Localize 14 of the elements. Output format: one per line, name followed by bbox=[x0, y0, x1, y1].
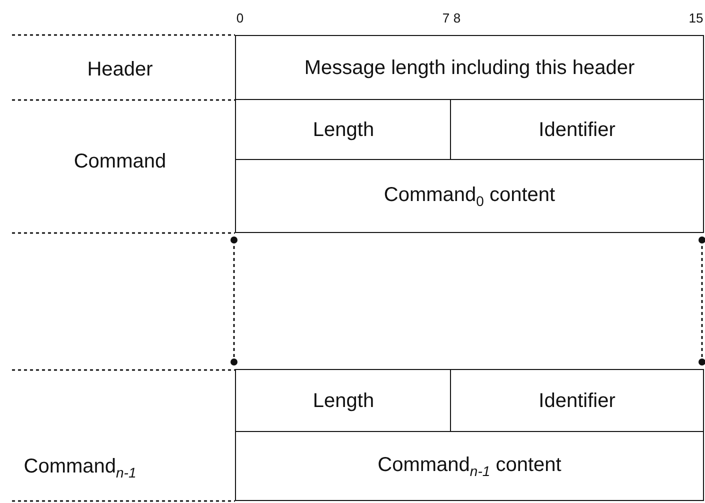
bit-number: 8 bbox=[453, 10, 461, 26]
bit-number: 0 bbox=[236, 10, 244, 26]
field-cell: Identifier bbox=[450, 99, 704, 161]
section-label: Command$_{n-1}$ bbox=[24, 456, 136, 480]
field-cell: Command$_{0}$ content bbox=[235, 159, 704, 233]
field-cell: Identifier bbox=[450, 369, 704, 433]
bit-number: 15 bbox=[688, 10, 704, 26]
bit-number: 7 bbox=[442, 10, 450, 26]
field-cell: Length bbox=[235, 99, 452, 161]
section-label: Command bbox=[74, 150, 166, 174]
field-cell: Message length including this header bbox=[235, 35, 704, 101]
field-cell: Length bbox=[235, 369, 452, 433]
section-label: Header bbox=[87, 58, 153, 82]
field-cell: Command$_{n-1}$ content bbox=[235, 431, 704, 501]
